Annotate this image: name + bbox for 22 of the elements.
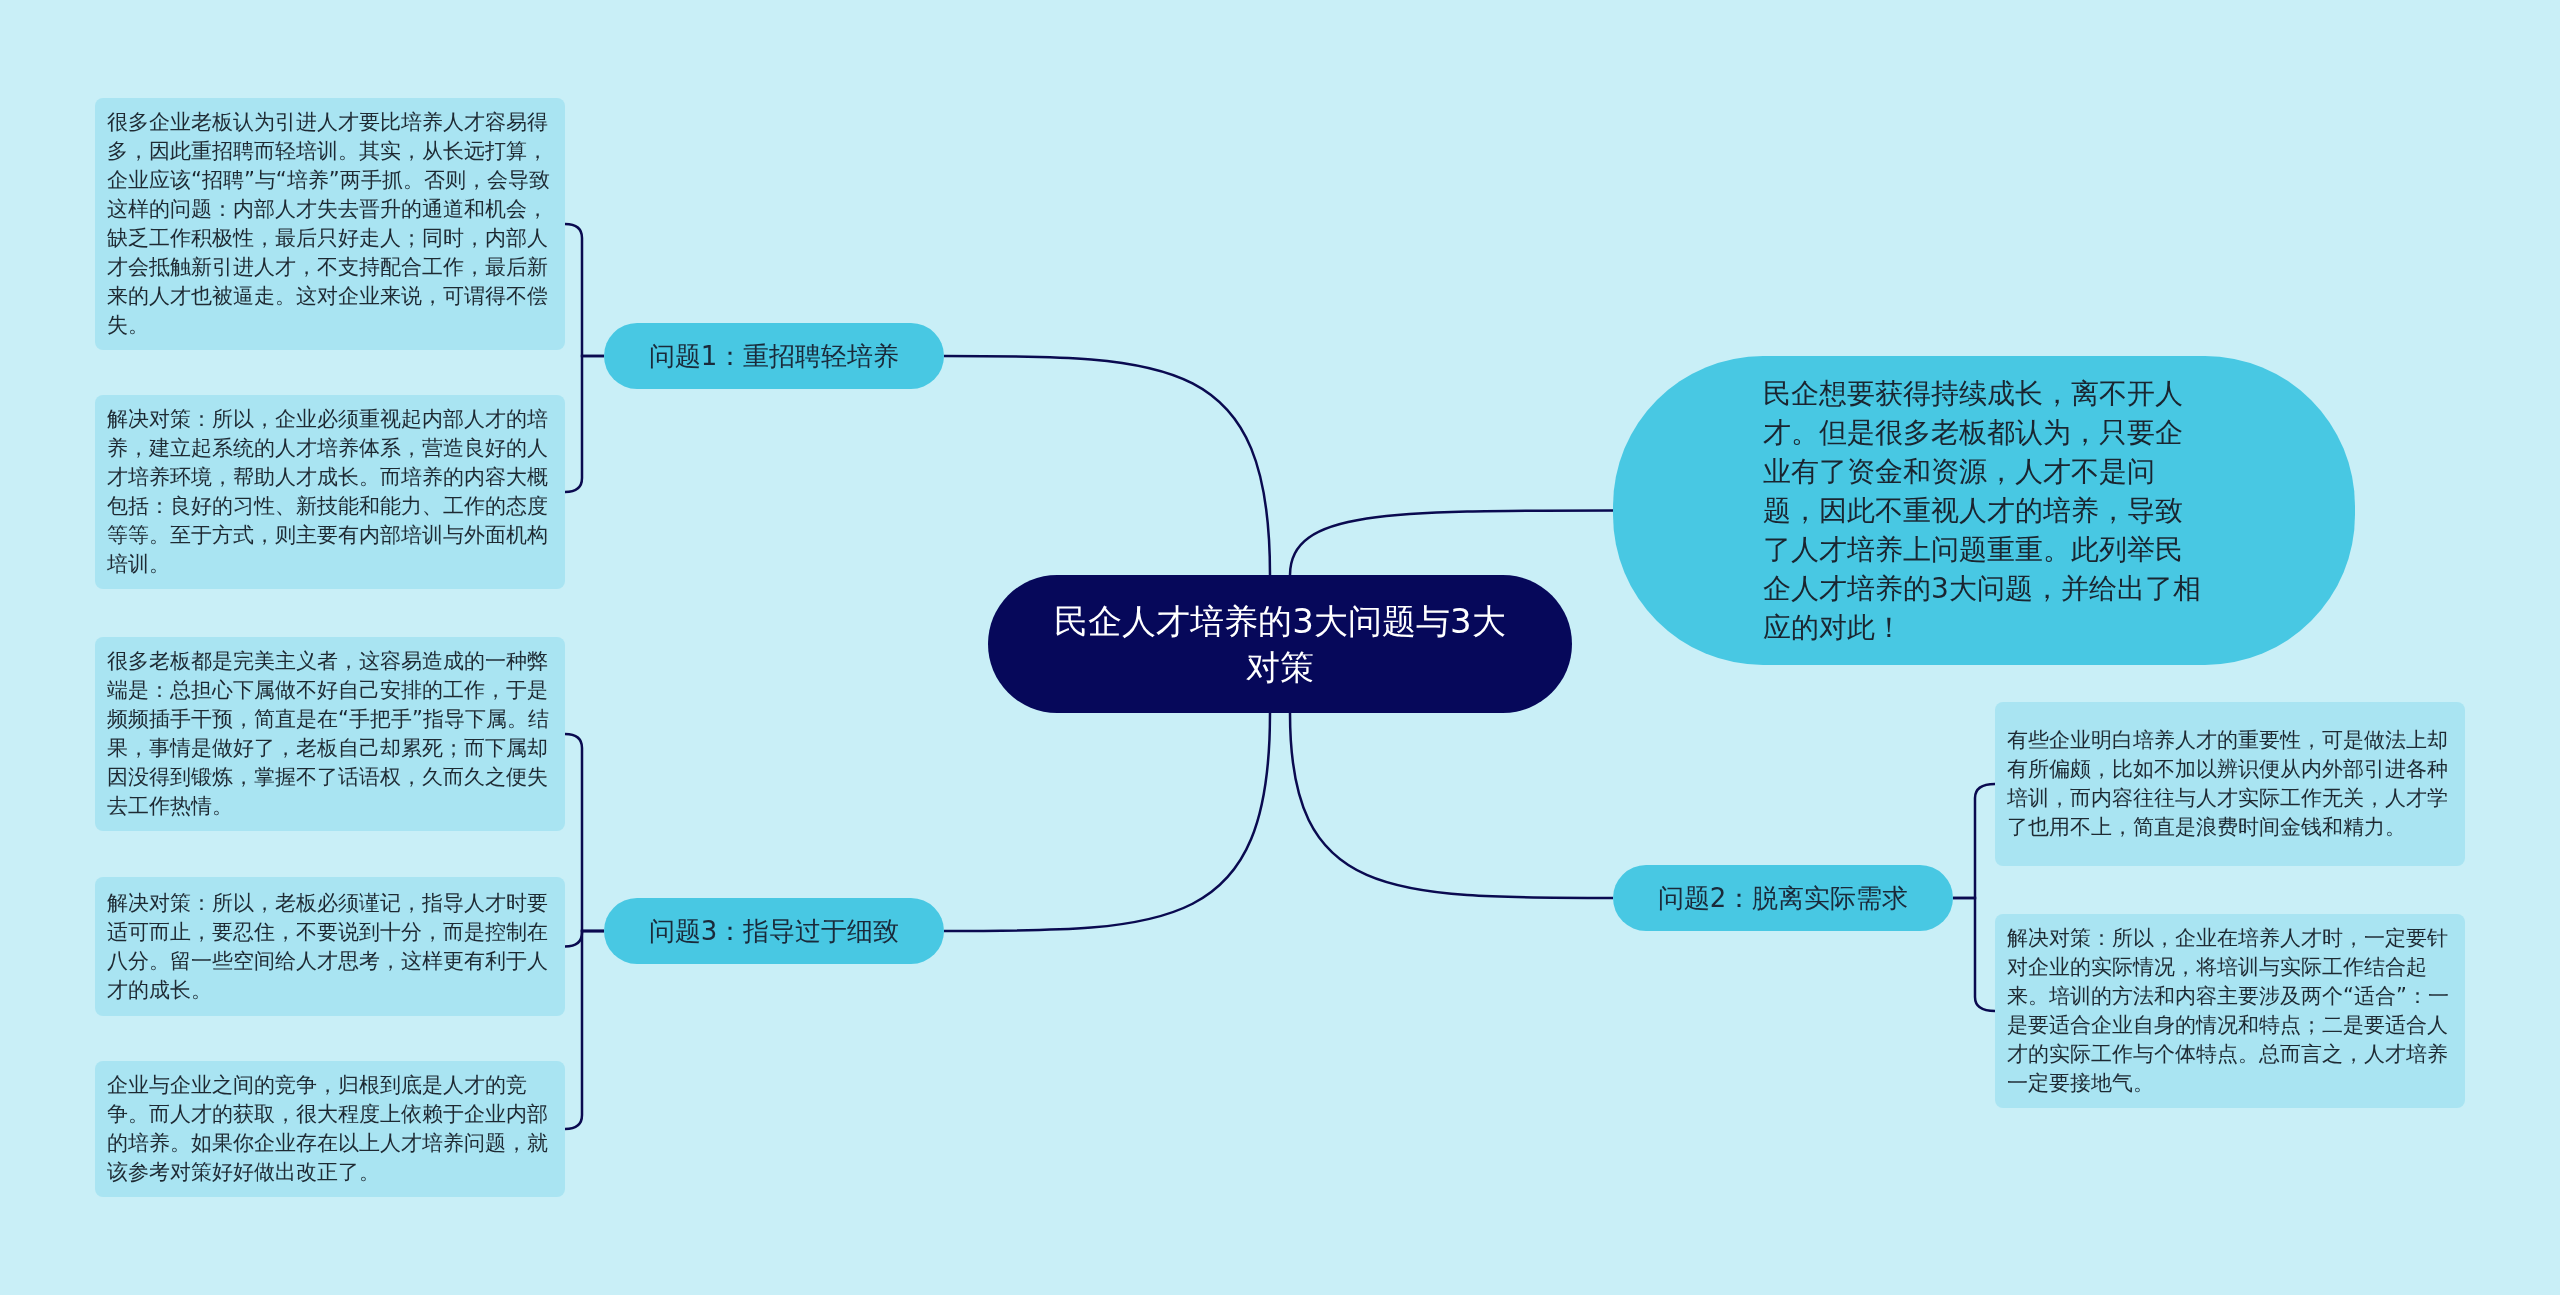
- note-card: [95, 395, 565, 589]
- note-text: 很多老板都是完美主义者，这容易造成的一种弊端是：总担心下属做不好自己安排的工作，于是频频插手干预，简直是在“手把手”指导下属。结果，事情是做好了，老板自己却累死；而下属却因没得到锻炼，掌握不了话语权，久而久之便失去工作热情。: [107, 648, 550, 820]
- note-text: 解决对策：所以，企业必须重视起内部人才的培养，建立起系统的人才培养体系，营造良好的人才培养环境，帮助人才成长。而培养的内容大概包括：良好的习性、新技能和能力、工作的态度等等。至于方式，则主要有内部培训与外面机构培训。: [107, 406, 549, 578]
- note-card: [95, 1061, 565, 1197]
- note-text: 解决对策：所以，企业在培养人才时，一定要针对企业的实际情况，将培训与实际工作结合起来。培训的方法和内容主要涉及两个“适合”：一是要适合企业自身的情况和特点；二是要适合人才的实际工作与个体特点。总而言之，人才培养一定要接地气。: [2007, 925, 2450, 1097]
- note-text: 企业与企业之间的竞争，归根到底是人才的竞争。而人才的获取，很大程度上依赖于企业内部的培养。如果你企业存在以上人才培养问题，就该参考对策好好做出改正了。: [107, 1072, 549, 1186]
- central-topic-text: 民企人才培养的3大问题与3大对策: [1053, 600, 1507, 689]
- note-text: 很多企业老板认为引进人才要比培养人才容易得多，因此重招聘而轻培训。其实，从长远打算，企业应该“招聘”与“培养”两手抓。否则，会导致这样的问题：内部人才失去晋升的通道和机会，缺乏工作积极性，最后只好走人；同时，内部人才会抵触新引进人才，不支持配合工作，最后新来的人才也被逼走。这对企业来说，可谓得不偿失。: [107, 109, 551, 339]
- topic-text: 问题2：脱离实际需求: [1657, 882, 1909, 915]
- note-text: 解决对策：所以，老板必须谨记，指导人才时要适可而止，要忍住，不要说到十分，而是控制在八分。留一些空间给人才思考，这样更有利于人才的成长。: [107, 889, 549, 1004]
- intro-text: 民企想要获得持续成长，离不开人才。但是很多老板都认为，只要企业有了资金和资源，人才不是问题，因此不重视人才的培养，导致了人才培养上问题重重。此列举民企人才培养的3大问题，并给出了相应的对此！: [1763, 376, 2202, 646]
- note-card: [95, 877, 565, 1016]
- topic-text: 问题3：指导过于细致: [648, 915, 900, 948]
- connector-line: [1288, 509, 1613, 576]
- note-card: [95, 637, 565, 831]
- note-card: [1995, 914, 2465, 1108]
- connector-line: [944, 712, 1272, 933]
- topic-text: 问题1：重招聘轻培养: [648, 340, 900, 373]
- note-card: [1995, 702, 2465, 866]
- connector-line: [1288, 712, 1613, 900]
- connector-line: [944, 354, 1272, 576]
- note-text: 有些企业明白培养人才的重要性，可是做法上却有所偏颇，比如不加以辨识便从内外部引进各种培训，而内容往往与人才实际工作无关，人才学了也用不上，简直是浪费时间金钱和精力。: [2007, 727, 2449, 841]
